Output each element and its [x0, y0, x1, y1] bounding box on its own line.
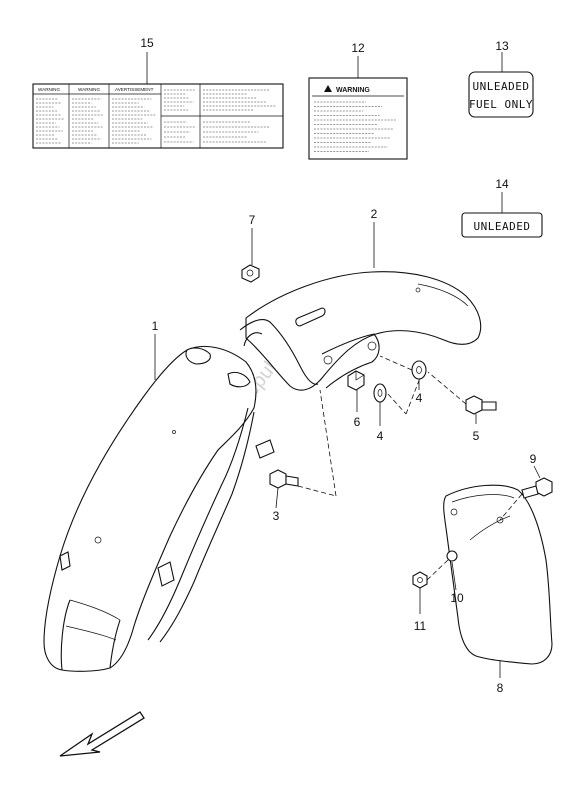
bolt-part-3: [269, 469, 299, 489]
warning-label: WARNING: [308, 77, 408, 160]
rear-fender: [43, 345, 275, 672]
bolt-part-5: [465, 395, 497, 415]
leader-lines: [146, 52, 541, 678]
callout-4-lower: 4: [377, 429, 384, 443]
warning-label-title: WARNING: [336, 87, 370, 94]
callout-12: 12: [351, 41, 365, 55]
callout-14: 14: [495, 177, 509, 191]
callout-10: 10: [450, 591, 464, 605]
washer-part-4-upper: [411, 360, 427, 380]
callout-numbers: 15 12 13 14 2 7 1 4 6 4 5 9 3 10 11 8: [140, 36, 536, 695]
unleaded-label-text: UNLEADED: [474, 220, 531, 233]
callout-5: 5: [473, 429, 480, 443]
warning-triangle-icon: [324, 85, 332, 92]
label15-fine-print: [36, 89, 276, 144]
bolt-part-9: [521, 477, 553, 499]
callout-11: 11: [414, 619, 427, 633]
nut-part-6: [347, 370, 365, 391]
label15-col3-heading: AVERTISSEMENT: [115, 87, 154, 92]
callout-6: 6: [354, 415, 361, 429]
callout-4-upper: 4: [416, 391, 423, 405]
rear-fender-front: [239, 271, 482, 391]
washer-part-4-lower: [373, 383, 387, 403]
label15-col1-heading: WARNING: [38, 87, 60, 92]
mud-flap-plate: [443, 484, 553, 665]
warning-label-fine-print: [314, 101, 396, 152]
warning-label-multilingual: WARNING WARNING AVERTISSEMENT: [32, 83, 284, 149]
front-direction-arrow-icon: [59, 711, 145, 757]
callout-2: 2: [371, 207, 378, 221]
fuel-label-line2: FUEL ONLY: [469, 98, 533, 111]
callout-7: 7: [249, 213, 256, 227]
label15-col2-heading: WARNING: [78, 87, 100, 92]
fuel-label-line1: UNLEADED: [473, 80, 530, 93]
callout-1: 1: [152, 319, 159, 333]
nut-part-11: [412, 571, 428, 589]
unleaded-fuel-only-label: UNLEADED FUEL ONLY: [468, 71, 534, 118]
callout-13: 13: [495, 39, 509, 53]
callout-15: 15: [140, 36, 154, 50]
callout-3: 3: [273, 509, 280, 523]
nut-part-7: [241, 264, 260, 283]
unleaded-label: UNLEADED: [461, 212, 543, 238]
callout-8: 8: [497, 681, 504, 695]
callout-9: 9: [530, 452, 537, 466]
